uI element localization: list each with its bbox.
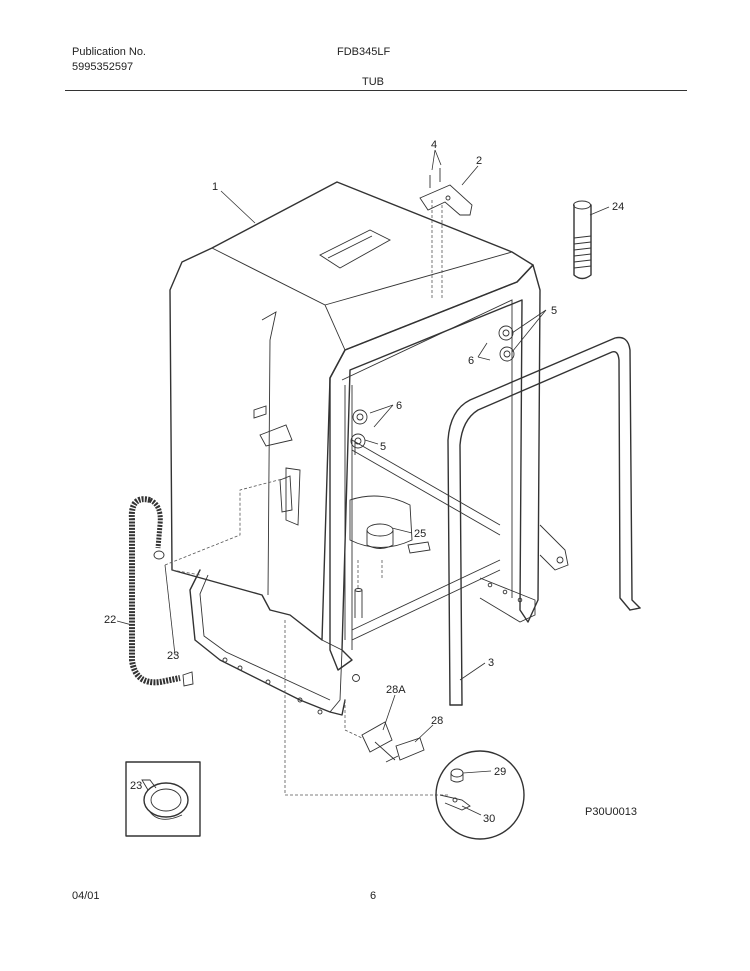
hinge-bracket [419,168,473,216]
header-rule [65,90,687,91]
footer-date: 04/01 [72,890,100,902]
callout-23-hose: 23 [167,650,179,662]
callout-30: 30 [483,813,495,825]
callout-22: 22 [104,614,116,626]
callout-28: 28 [431,715,443,727]
detail-circle [435,750,525,840]
tub-body [169,181,534,641]
sump-float [349,495,431,618]
publication-label: Publication No. [72,46,146,58]
section-title: TUB [362,76,384,88]
clamp-inset [125,761,201,837]
callout-28a: 28A [386,684,406,696]
callout-24: 24 [612,201,624,213]
callout-29: 29 [494,766,506,778]
callout-6-lower: 6 [396,400,402,412]
drawing-code: P30U0013 [585,806,637,818]
callout-4: 4 [431,139,437,151]
callout-6-upper: 6 [468,355,474,367]
leader-lines [116,149,610,816]
callout-25: 25 [414,528,426,540]
callout-3: 3 [488,657,494,669]
callout-2: 2 [476,155,482,167]
door-switch [361,721,425,763]
callout-23-inset: 23 [130,780,142,792]
tub-bottom-rail [189,524,569,716]
drain-hose [128,496,194,687]
model-number: FDB345LF [337,46,391,58]
publication-number: 5995352597 [72,61,134,73]
callout-1: 1 [212,181,218,193]
callout-5-upper: 5 [551,305,557,317]
tub-front-frame [329,264,541,671]
stand-tube [573,200,592,280]
page-number: 6 [370,890,377,902]
callout-5-lower: 5 [380,441,386,453]
rack-rollers [350,325,515,449]
door-gasket [447,336,641,706]
